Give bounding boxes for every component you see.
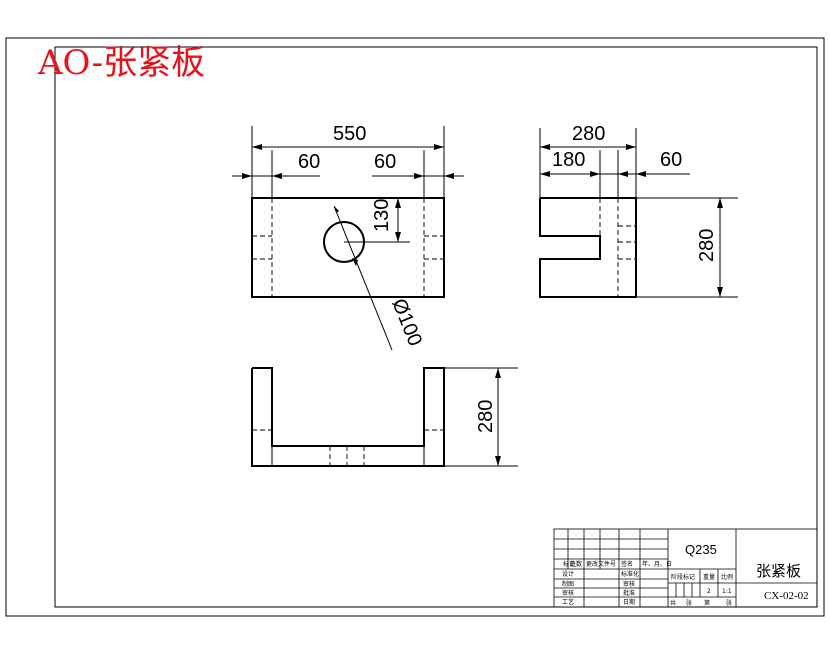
front-view-outline xyxy=(251,197,445,298)
dim-front-left: 60 xyxy=(298,151,320,173)
top-view-outline xyxy=(251,367,445,467)
tb-drawing-code: CX-02-02 xyxy=(764,590,809,602)
inner-frame xyxy=(54,46,818,608)
svg-text:日期: 日期 xyxy=(623,598,635,606)
svg-text:设计: 设计 xyxy=(562,570,574,578)
dim-side-left: 180 xyxy=(552,149,585,171)
side-view: 280 280 180 60 xyxy=(539,123,738,298)
dim-front-right: 60 xyxy=(374,151,396,173)
tb-part-name: 张紧板 xyxy=(756,562,801,580)
svg-text:审核: 审核 xyxy=(623,580,635,588)
title-block: 标记 处数 更改文件号 签名 年、月、日 设计 制图 审核 工艺 标准化 审核 … xyxy=(553,528,818,608)
tb-scale: 1:1 xyxy=(722,588,732,595)
svg-text:年、月、日: 年、月、日 xyxy=(642,560,672,568)
svg-text:张: 张 xyxy=(726,599,732,607)
dim-front-diameter: Ø100 xyxy=(387,296,426,350)
svg-text:处数: 处数 xyxy=(570,560,582,568)
svg-text:工艺: 工艺 xyxy=(562,598,574,606)
drawing-title: AO-张紧板 xyxy=(37,43,205,83)
outer-frame xyxy=(5,37,825,617)
svg-text:重量: 重量 xyxy=(703,573,715,581)
svg-text:共: 共 xyxy=(670,599,676,607)
svg-text:审核: 审核 xyxy=(562,589,574,597)
svg-text:标记: 标记 xyxy=(563,560,575,568)
svg-text:更改文件号: 更改文件号 xyxy=(586,560,616,568)
top-view: 280 xyxy=(251,367,518,467)
svg-text:批准: 批准 xyxy=(623,589,635,597)
dim-front-overall: 550 xyxy=(333,123,366,145)
dim-side-height: 280 xyxy=(696,229,718,262)
dim-side-right: 60 xyxy=(660,149,682,171)
svg-text:阶段标记: 阶段标记 xyxy=(671,573,695,581)
dim-side-overall: 280 xyxy=(572,123,605,145)
side-view-outline xyxy=(539,197,637,298)
svg-text:张: 张 xyxy=(686,599,692,607)
front-view: 550 60 60 130 Ø100 xyxy=(232,123,464,351)
svg-text:比例: 比例 xyxy=(721,573,733,581)
svg-text:制图: 制图 xyxy=(562,580,574,588)
tb-quantity: 2 xyxy=(707,588,711,595)
svg-text:标准化: 标准化 xyxy=(621,570,639,578)
dim-front-height: 130 xyxy=(371,199,393,232)
svg-text:签名: 签名 xyxy=(621,560,633,568)
tb-material: Q235 xyxy=(685,542,717,557)
svg-text:第: 第 xyxy=(704,599,710,607)
dim-top-height: 280 xyxy=(475,400,497,433)
